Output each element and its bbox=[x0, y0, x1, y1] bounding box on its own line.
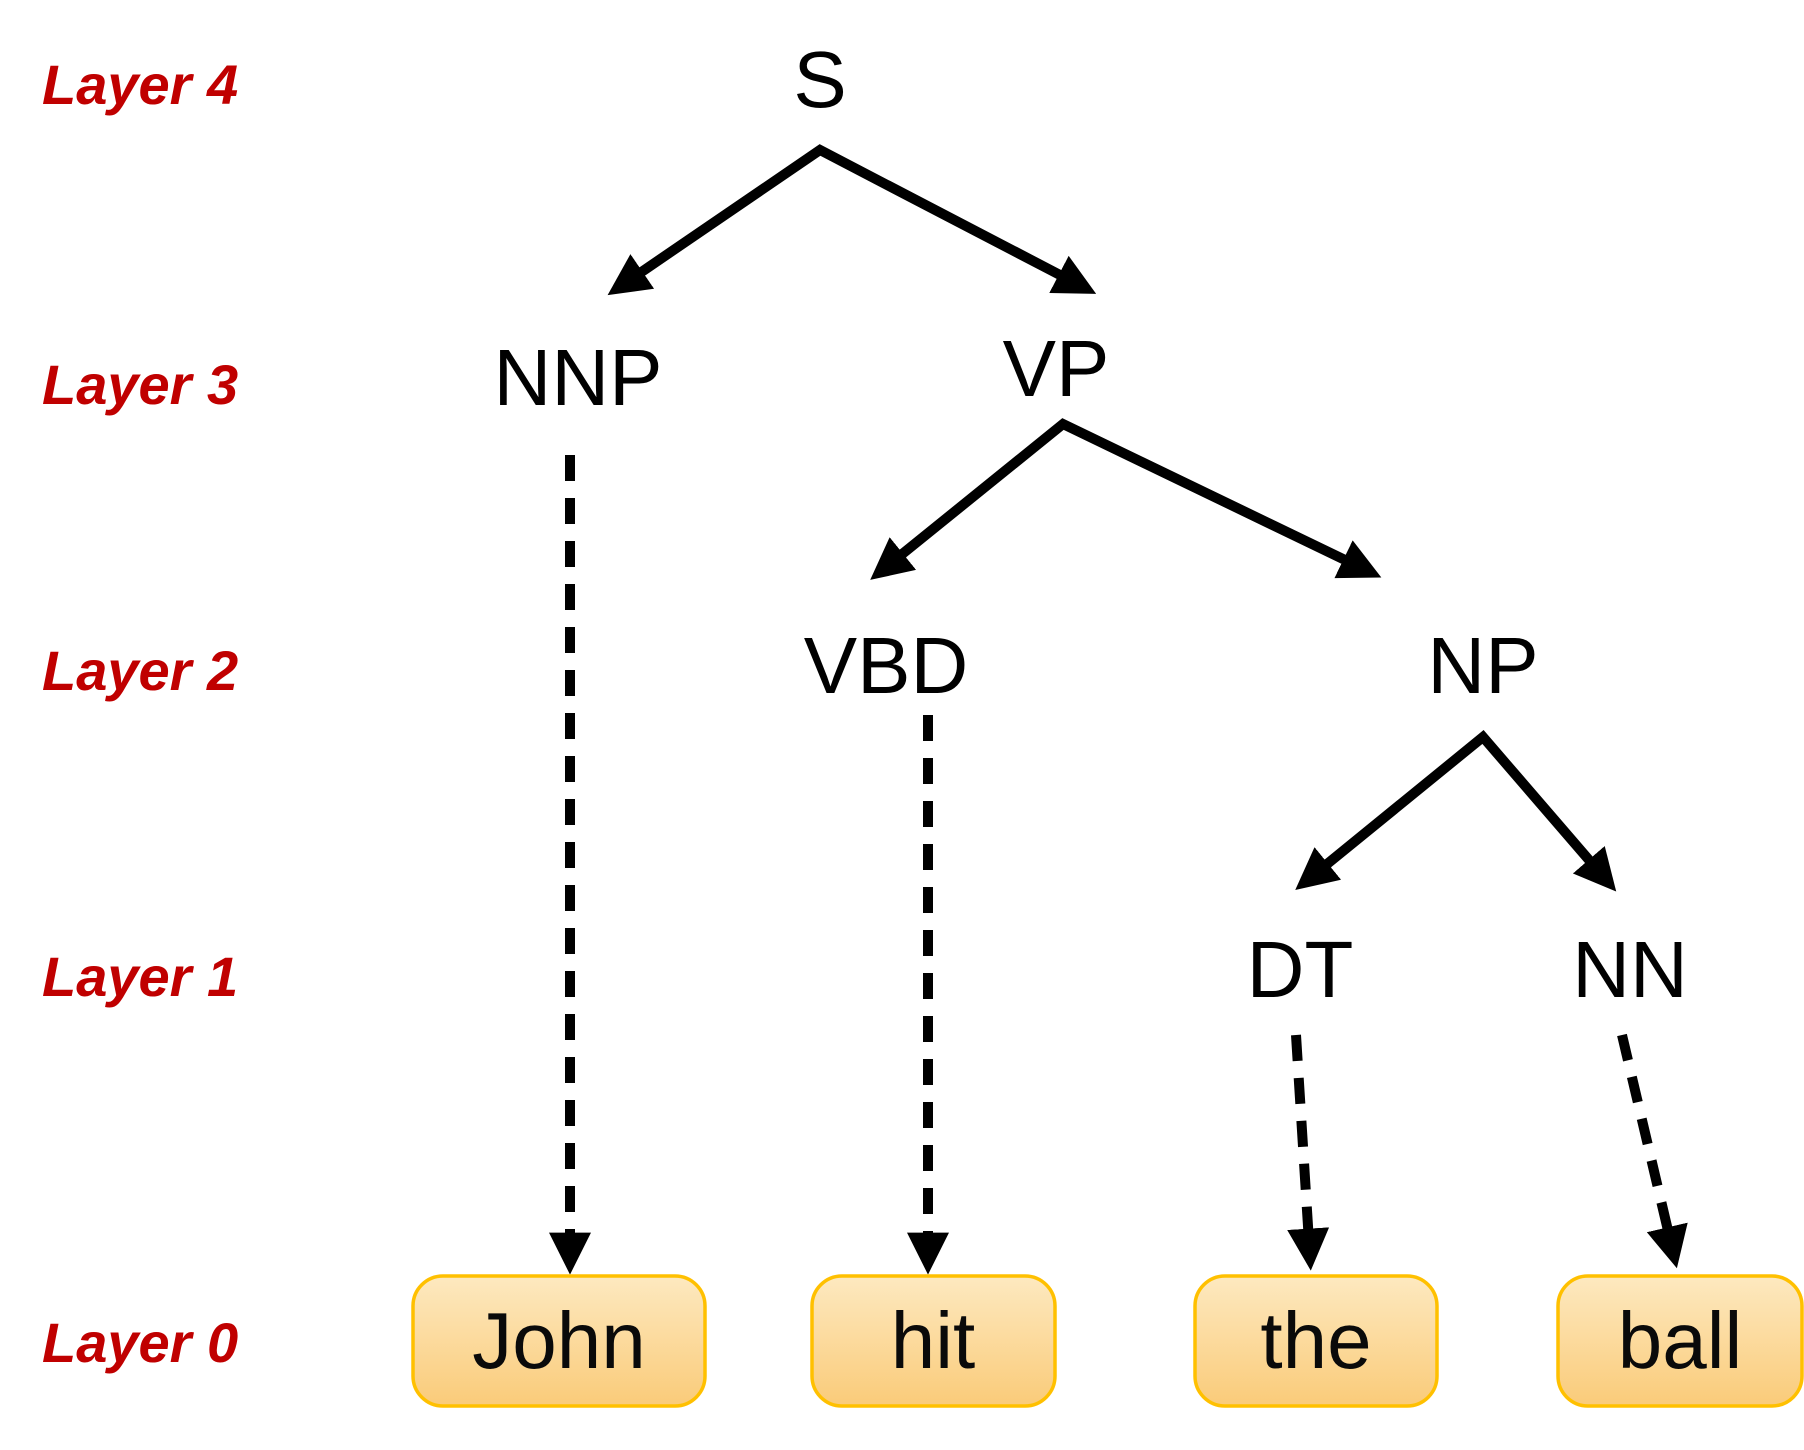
node-label-s: S bbox=[793, 35, 846, 124]
edge-s-to-nnp-and-vp-arrows bbox=[607, 144, 1097, 296]
node-label-nnp: NNP bbox=[494, 333, 663, 422]
word-box-the: the bbox=[1193, 1274, 1439, 1408]
word-label-hit: hit bbox=[891, 1296, 976, 1385]
node-label-vbd: VBD bbox=[804, 621, 969, 710]
edge-np-to-dt-and-nn-arrows bbox=[1295, 730, 1617, 892]
word-label-the: the bbox=[1260, 1296, 1371, 1385]
word-box-ball: ball bbox=[1556, 1274, 1804, 1408]
edge-vp-to-vbd-and-np-arrows bbox=[870, 418, 1382, 580]
word-label-john: John bbox=[472, 1296, 645, 1385]
node-label-vp: VP bbox=[1003, 324, 1110, 413]
word-box-hit: hit bbox=[810, 1274, 1057, 1408]
layer-label-2: Layer 2 bbox=[42, 639, 238, 702]
node-label-np: NP bbox=[1427, 621, 1538, 710]
word-box-john: John bbox=[411, 1274, 707, 1408]
dashed-arrow-nn-to-ball bbox=[1617, 1033, 1688, 1269]
node-label-nn: NN bbox=[1572, 925, 1688, 1014]
layer-label-4: Layer 4 bbox=[42, 53, 238, 116]
word-label-ball: ball bbox=[1618, 1296, 1743, 1385]
dashed-arrow-dt-to-the bbox=[1287, 1034, 1330, 1271]
layer-label-3: Layer 3 bbox=[42, 353, 238, 416]
layer-label-1: Layer 1 bbox=[42, 945, 238, 1008]
layer-label-0: Layer 0 bbox=[42, 1311, 238, 1374]
node-label-dt: DT bbox=[1247, 925, 1354, 1014]
